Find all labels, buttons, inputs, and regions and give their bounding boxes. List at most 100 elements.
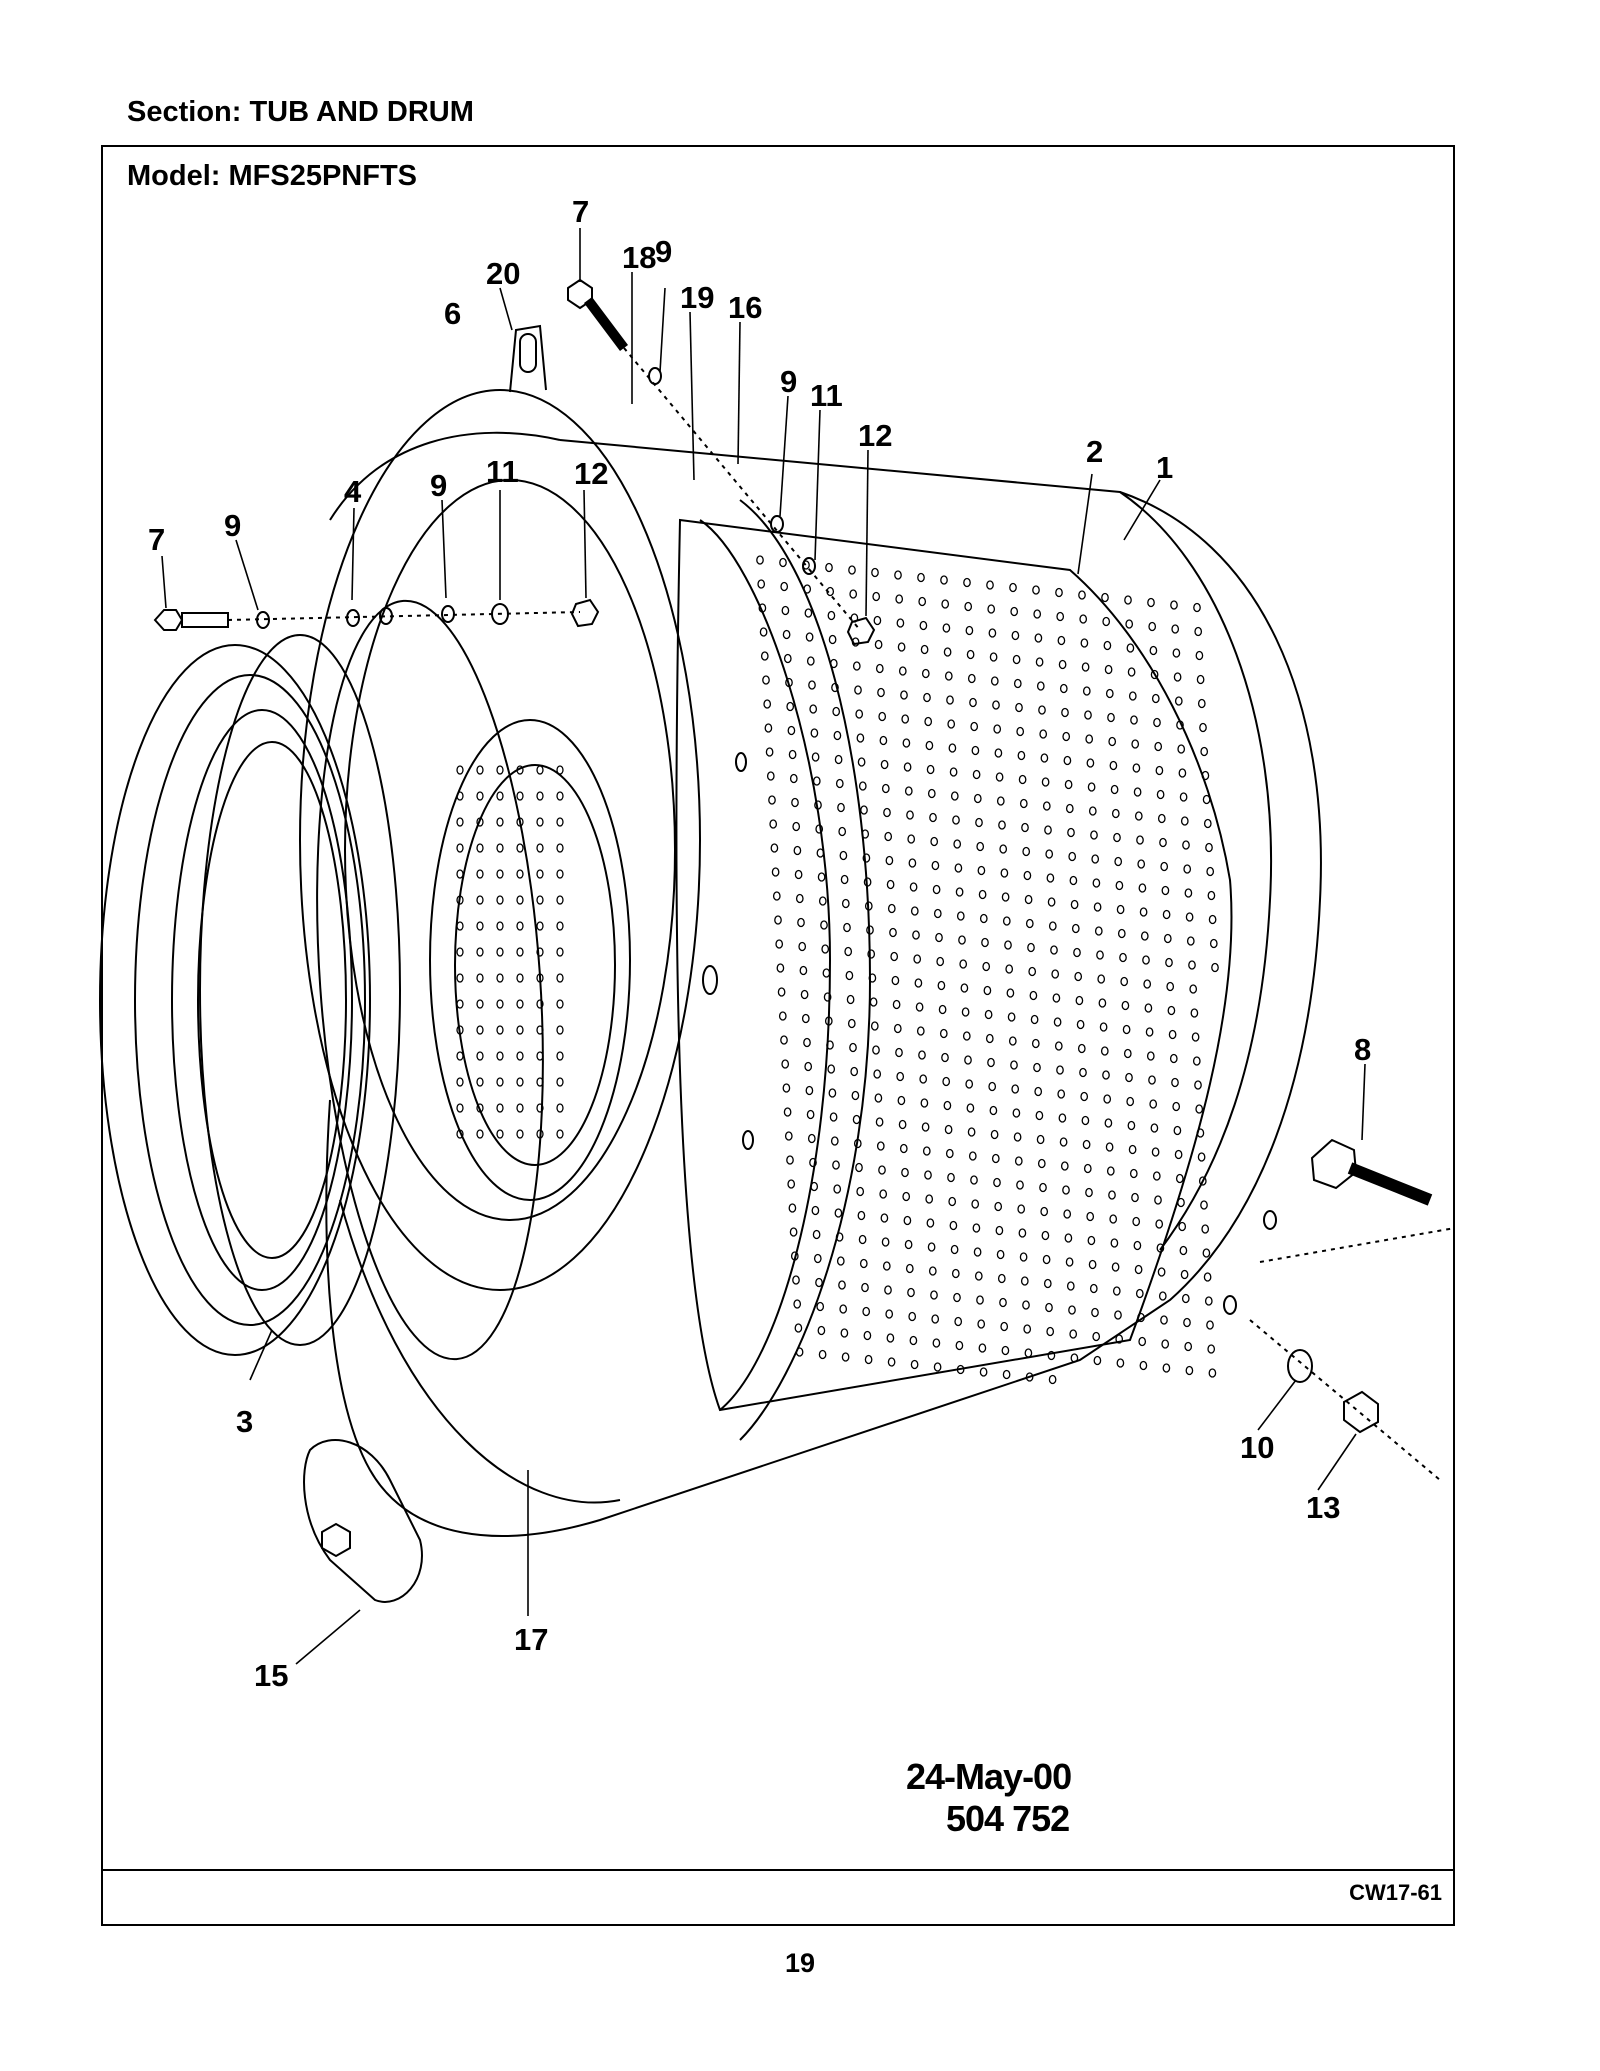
- perforation-hole: [1103, 640, 1112, 651]
- perforation-hole: [1138, 1336, 1147, 1347]
- perforation-hole: [861, 829, 870, 839]
- perforation-hole: [1177, 744, 1186, 754]
- perforation-hole: [476, 1051, 484, 1061]
- perforation-hole: [1005, 964, 1014, 974]
- callout-18: 18: [622, 240, 656, 275]
- callout-10: 10: [1240, 1430, 1274, 1465]
- perforation-hole: [834, 1208, 843, 1218]
- perforation-hole: [1081, 1115, 1090, 1126]
- perforation-hole: [765, 747, 774, 757]
- perforation-hole: [824, 1016, 833, 1026]
- perforation-hole: [977, 865, 986, 876]
- perforation-hole: [908, 1311, 917, 1322]
- perforation-hole: [881, 1237, 890, 1247]
- perforation-hole: [872, 591, 881, 602]
- perforation-hole: [855, 1162, 863, 1173]
- perforation-hole: [1124, 595, 1132, 605]
- perforation-hole: [968, 1151, 977, 1161]
- perforation-hole: [1145, 1027, 1154, 1037]
- perforation-hole: [1069, 1329, 1078, 1339]
- perforation-hole: [845, 970, 854, 981]
- perforation-hole: [994, 748, 1003, 758]
- perforation-hole: [925, 740, 934, 751]
- perforation-hole: [1134, 811, 1143, 821]
- perforation-hole: [855, 709, 864, 719]
- perforation-hole: [886, 879, 895, 890]
- perforation-hole: [871, 567, 879, 578]
- perforation-hole: [1174, 696, 1183, 706]
- perforation-hole: [770, 843, 779, 853]
- perforation-hole: [881, 783, 890, 794]
- perforation-hole: [1097, 974, 1106, 984]
- perforation-hole: [892, 999, 901, 1010]
- perforation-hole: [966, 649, 975, 660]
- perforation-hole: [1004, 940, 1012, 950]
- perforation-hole: [926, 764, 935, 775]
- perforation-hole: [849, 589, 858, 599]
- perforation-hole: [924, 1170, 932, 1180]
- perforation-hole: [1198, 1176, 1207, 1186]
- perforation-hole: [1161, 885, 1170, 896]
- perforation-hole: [805, 632, 814, 642]
- perforation-hole: [536, 1103, 544, 1113]
- perforation-hole: [887, 1357, 896, 1367]
- perforation-hole: [1022, 1300, 1030, 1310]
- perforation-hole: [1139, 907, 1148, 917]
- perforation-hole: [988, 628, 997, 638]
- perforation-hole: [536, 895, 544, 905]
- perforation-hole: [844, 946, 853, 957]
- perforation-hole: [1181, 1293, 1190, 1304]
- perforation-hole: [1179, 1245, 1188, 1256]
- perforation-hole: [1203, 1272, 1212, 1282]
- perforation-hole: [1149, 1099, 1158, 1109]
- perforation-hole: [758, 603, 767, 613]
- perforation-hole: [496, 1051, 504, 1061]
- perforation-hole: [818, 1349, 827, 1360]
- drum: [429, 499, 1233, 1441]
- perforation-hole: [969, 697, 977, 708]
- perforation-hole: [1086, 758, 1095, 768]
- perforation-hole: [951, 1268, 960, 1279]
- perforation-hole: [812, 1229, 821, 1240]
- perforation-hole: [808, 680, 816, 690]
- perforation-hole: [496, 947, 504, 957]
- perforation-hole: [536, 869, 544, 879]
- callout-15: 15: [254, 1658, 288, 1693]
- perforation-hole: [516, 947, 524, 957]
- perforation-hole: [964, 601, 973, 612]
- perforation-hole: [827, 610, 836, 621]
- perforation-hole: [897, 642, 906, 652]
- perforation-hole: [1162, 1363, 1171, 1373]
- perforation-hole: [516, 843, 524, 853]
- perforation-hole: [556, 1129, 564, 1139]
- door-gasket: [99, 634, 401, 1356]
- perforation-hole: [1109, 1214, 1118, 1224]
- perforation-hole: [879, 1189, 888, 1199]
- perforation-hole: [787, 1179, 796, 1189]
- perforation-hole: [1203, 818, 1212, 829]
- perforation-hole: [912, 930, 920, 940]
- perforation-hole: [759, 627, 768, 637]
- perforation-hole: [907, 834, 916, 844]
- perforation-hole: [1096, 950, 1104, 960]
- perforation-hole: [1130, 715, 1138, 725]
- perforation-hole: [1082, 686, 1091, 696]
- perforation-hole: [1201, 770, 1210, 781]
- perforation-hole: [1138, 883, 1147, 893]
- perforation-hole: [1047, 1350, 1056, 1361]
- perforation-hole: [976, 841, 985, 852]
- perforation-hole: [848, 565, 856, 575]
- perforation-hole: [1119, 952, 1127, 963]
- perforation-hole: [864, 1354, 873, 1365]
- perforation-hole: [1088, 1259, 1097, 1270]
- rear-fastener-row: [1249, 1138, 1456, 1481]
- perforation-hole: [809, 704, 818, 714]
- perforation-hole: [882, 1261, 891, 1271]
- perforation-hole: [953, 1292, 961, 1303]
- perforation-hole: [898, 1119, 907, 1130]
- callout-4: 4: [344, 474, 362, 509]
- perforation-hole: [829, 658, 838, 669]
- perforation-hole: [496, 895, 504, 905]
- perforation-hole: [496, 843, 504, 853]
